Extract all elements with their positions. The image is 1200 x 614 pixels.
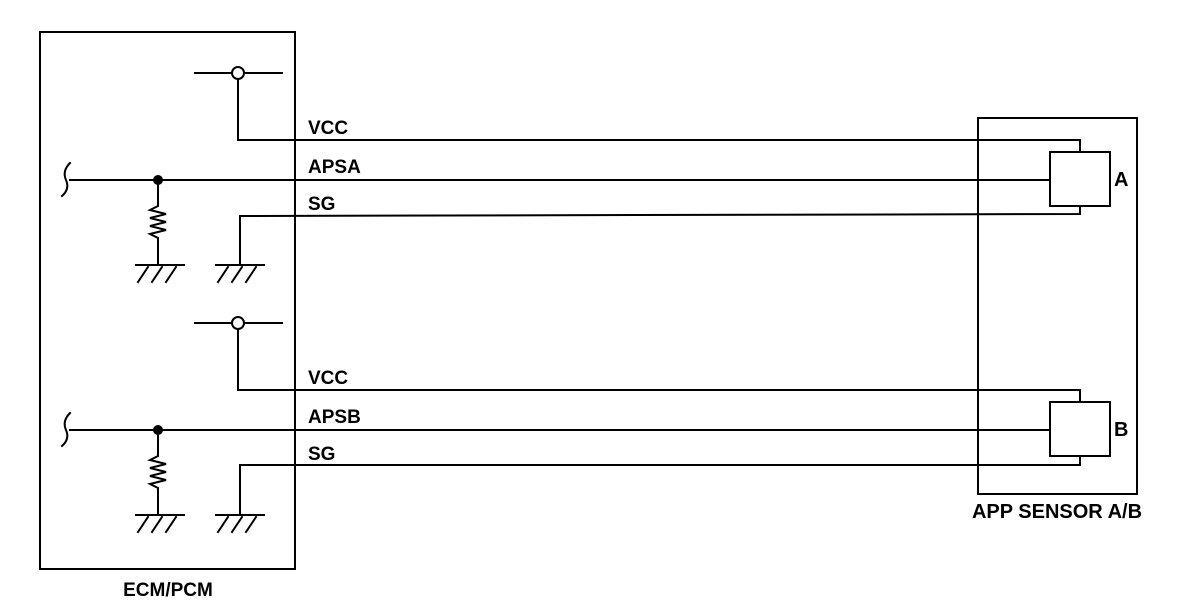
app-sensor-label: APP SENSOR A/B (972, 501, 1142, 523)
circuit-b: VCC APSB SG B (60, 316, 1128, 534)
sensor-element-a-label: A (1114, 169, 1128, 191)
junction-dot-b (153, 425, 163, 435)
sg-label-b: SG (308, 444, 335, 465)
sg-wire-a (239, 205, 1081, 266)
sensor-element-a (1049, 151, 1111, 207)
sensor-element-b-label: B (1114, 419, 1128, 441)
sg-wire-b (239, 455, 1081, 516)
ground-icon-sg-a (215, 264, 265, 284)
supply-terminal-a (231, 66, 245, 80)
ecm-pcm-box (39, 31, 296, 570)
ground-icon-resistor-b (135, 514, 185, 534)
sg-label-a: SG (308, 194, 335, 215)
ground-icon-sg-b (215, 514, 265, 534)
vcc-wire-b (237, 328, 1081, 403)
app-sensor-box (977, 117, 1138, 495)
resistor-a (147, 184, 167, 266)
vcc-label-b: VCC (308, 368, 348, 389)
apsa-label: APSA (308, 157, 361, 178)
ecm-pcm-label: ECM/PCM (123, 580, 213, 601)
break-symbol-b (60, 411, 72, 448)
vcc-label-a: VCC (308, 118, 348, 139)
circuit-a: VCC APSA SG A (60, 66, 1128, 284)
apsb-label: APSB (308, 407, 361, 428)
supply-terminal-b (231, 316, 245, 330)
junction-dot-a (153, 175, 163, 185)
ground-icon-resistor-a (135, 264, 185, 284)
sensor-element-b (1049, 401, 1111, 457)
break-symbol-a (60, 161, 72, 198)
resistor-b (147, 434, 167, 516)
vcc-wire-a (237, 78, 1081, 153)
